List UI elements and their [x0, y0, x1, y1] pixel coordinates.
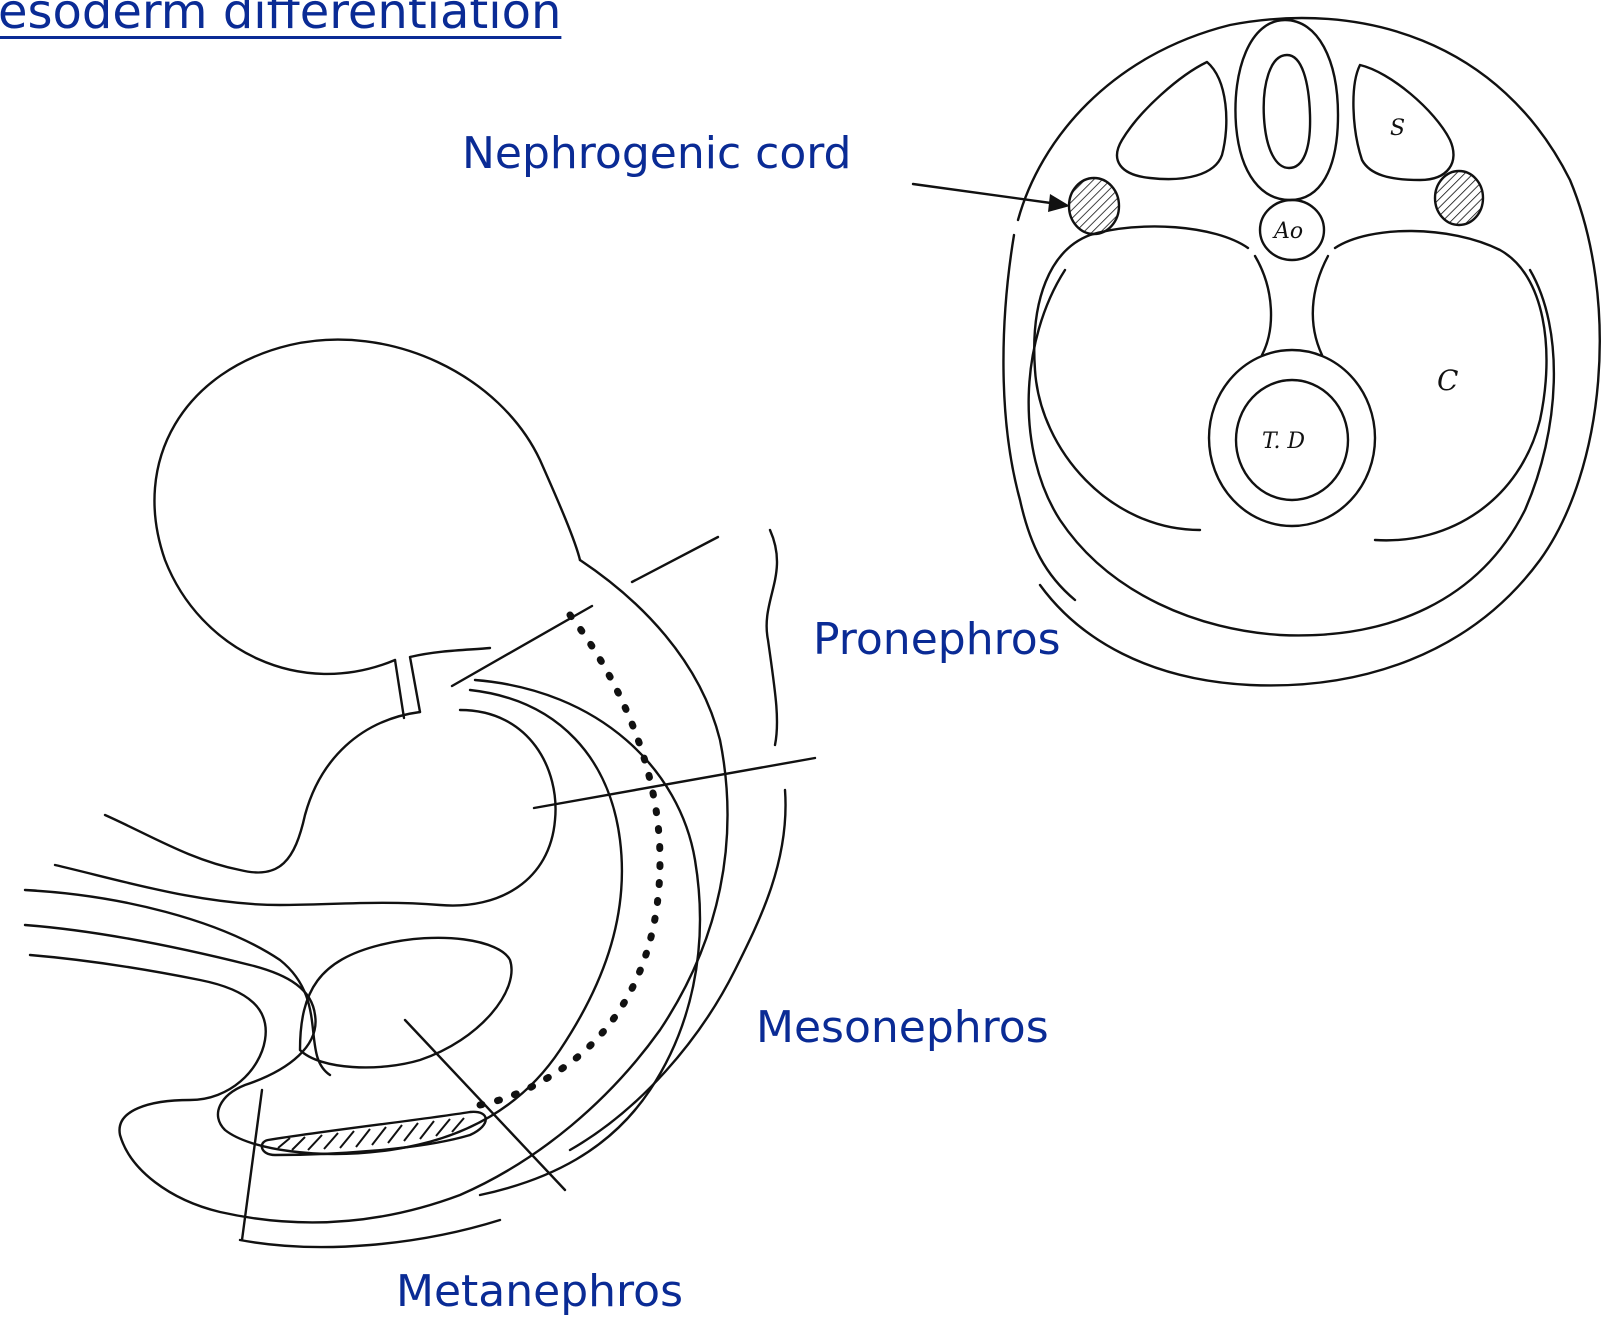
nephrogenic-cord-left: [1069, 178, 1119, 234]
embryo-head-outline: [154, 340, 580, 674]
neural-tube-outer: [1235, 20, 1338, 200]
mesentery-left: [1255, 256, 1271, 355]
coelom-and-mesentery: [1034, 226, 1248, 530]
aorta-label: Ao: [1272, 219, 1303, 244]
somite-s-label: S: [1390, 116, 1405, 141]
body-layer-3: [475, 680, 700, 1195]
somite-left: [1117, 62, 1226, 179]
gut-label: T. D: [1262, 429, 1305, 454]
nephrogenic-cord-arrow-line: [913, 184, 1058, 204]
head-neck-gap-left: [395, 660, 404, 718]
mesonephros-label: Mesonephros: [756, 1006, 1049, 1050]
pronephros-leader-2: [452, 606, 592, 686]
mesentery-right: [1313, 256, 1328, 355]
nephric-duct-dotted: [480, 615, 660, 1105]
nephrogenic-cord-arrow-head: [1048, 194, 1070, 212]
heart-inner: [55, 710, 556, 906]
heart-bulge: [105, 712, 420, 873]
cross-section: S Ao T. D C: [913, 18, 1600, 685]
slide-title: esoderm differentiation: [0, 0, 561, 36]
ventral-outline: [767, 530, 777, 745]
ventral-outline-3: [240, 1220, 500, 1247]
cross-section-outer-body-wall-left: [1003, 235, 1075, 600]
metanephros-leader-1: [405, 1020, 565, 1190]
hindgut-layer: [25, 890, 330, 1075]
metanephros-label: Metanephros: [396, 1270, 683, 1314]
pronephros-label: Pronephros: [813, 618, 1061, 662]
embryo-section: [25, 340, 815, 1247]
nephrogenic-cord-right: [1435, 171, 1483, 225]
nephrogenic-cord-label: Nephrogenic cord: [462, 132, 852, 176]
coelom-c-label: C: [1437, 364, 1458, 397]
yolk-sac-region: [300, 938, 512, 1068]
neural-tube-inner: [1264, 55, 1310, 168]
pronephros-leader-1: [632, 537, 718, 582]
